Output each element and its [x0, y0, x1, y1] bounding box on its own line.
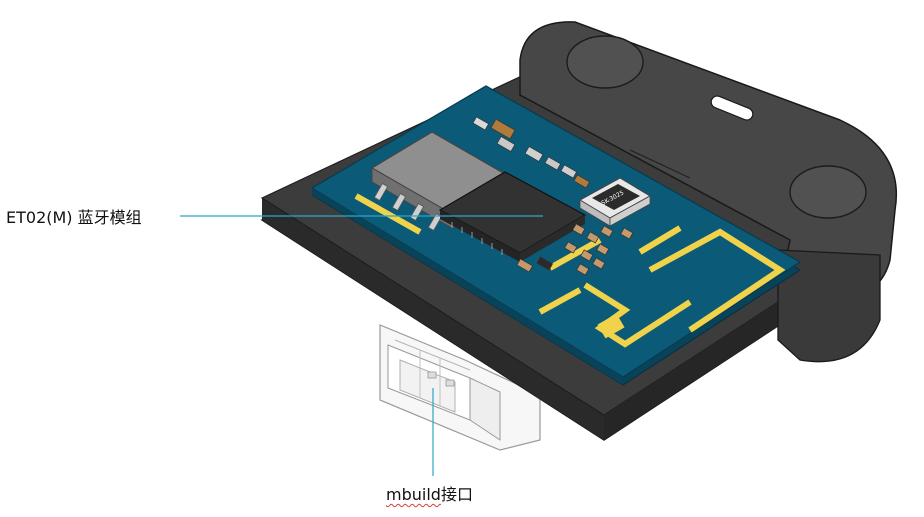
port-label: mbuild接口 — [386, 481, 473, 505]
crystal: SK-3025 — [578, 177, 652, 227]
port-label-suffix: 接口 — [440, 485, 473, 504]
mbuild-connector — [379, 324, 541, 451]
leader-lines — [180, 215, 543, 476]
antenna-trace — [354, 193, 786, 348]
qfn-chip — [438, 171, 587, 262]
port-label-word: mbuild — [386, 485, 441, 504]
smd-parts — [472, 116, 634, 276]
components: SK-3025 — [370, 116, 652, 276]
housing — [519, 21, 897, 363]
module-label: ET02(M) 蓝牙模组 — [6, 208, 142, 227]
